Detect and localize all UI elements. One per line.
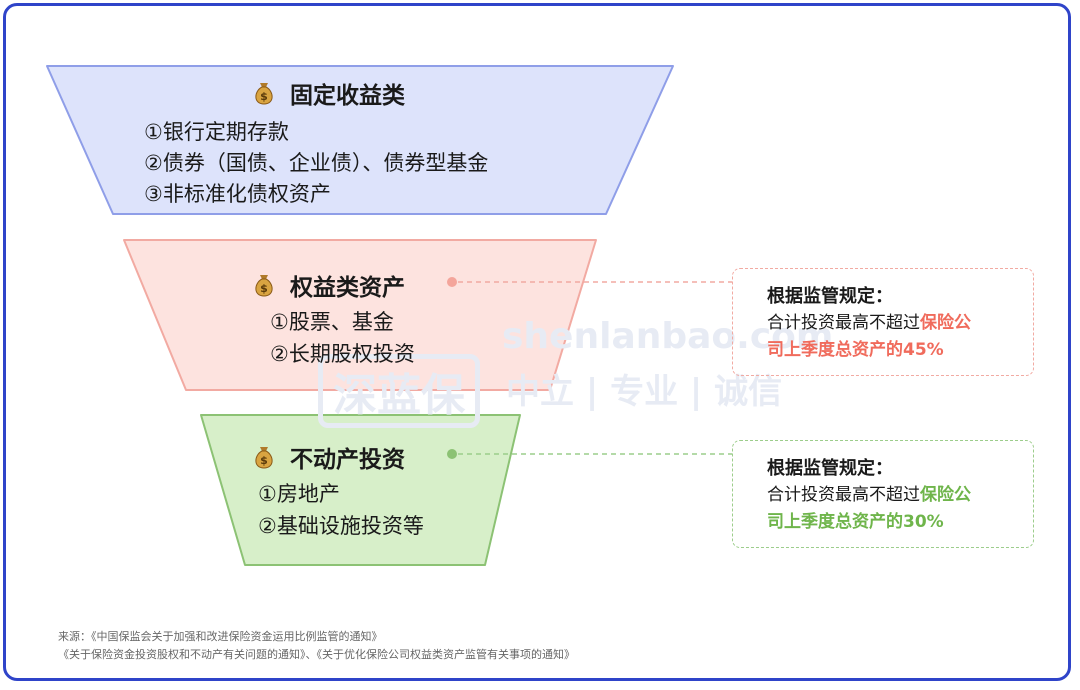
- note-text: 合计投资最高不超过: [767, 485, 920, 505]
- note-text: 合计投资最高不超过: [767, 313, 920, 333]
- tier-1-item-2: ②债券（国债、企业债）、债券型基金: [144, 151, 489, 175]
- note-line-2: 司上季度总资产的30%: [767, 512, 944, 532]
- tier-2-item-2: ②长期股权投资: [270, 342, 415, 366]
- tier-2-trapezoid: [123, 239, 597, 391]
- tier-2-item-1: ①股票、基金: [270, 310, 394, 334]
- tier-1-item-3: ③非标准化债权资产: [144, 182, 331, 206]
- tier-3-title-text: 不动产投资: [290, 447, 405, 473]
- tier-1-trapezoid: [46, 65, 674, 215]
- note-highlight: 保险公: [920, 313, 971, 333]
- tier-3-title: $ 不动产投资: [252, 440, 405, 474]
- regulation-note-equity: 根据监管规定： 合计投资最高不超过保险公 司上季度总资产的45%: [732, 268, 1034, 376]
- note-line-1: 合计投资最高不超过保险公: [767, 482, 1033, 509]
- note-highlight: 保险公: [920, 485, 971, 505]
- note-line-2: 司上季度总资产的45%: [767, 340, 944, 360]
- tier-3-item-2: ②基础设施投资等: [258, 514, 424, 538]
- tier-2-title-text: 权益类资产: [290, 275, 405, 301]
- source-line-2: 《关于保险资金投资股权和不动产有关问题的通知》、《关于优化保险公司权益类资产监管…: [58, 648, 575, 661]
- tier-1-item-1: ①银行定期存款: [144, 120, 289, 144]
- regulation-note-real-estate: 根据监管规定： 合计投资最高不超过保险公 司上季度总资产的30%: [732, 440, 1034, 548]
- note-title: 根据监管规定：: [767, 286, 893, 307]
- note-title: 根据监管规定：: [767, 458, 893, 479]
- tier-1-title-text: 固定收益类: [290, 83, 405, 109]
- connector-dot-red: [447, 277, 457, 287]
- svg-text:$: $: [260, 282, 268, 295]
- money-bag-icon: $: [255, 275, 273, 297]
- tier-2-title: $ 权益类资产: [252, 268, 405, 302]
- money-bag-icon: $: [255, 83, 273, 105]
- svg-text:$: $: [260, 454, 268, 467]
- source-line-1: 来源：《中国保监会关于加强和改进保险资金运用比例监管的通知》: [58, 630, 383, 643]
- tier-3-item-1: ①房地产: [258, 482, 340, 506]
- connector-dot-green: [447, 449, 457, 459]
- money-bag-icon: $: [255, 447, 273, 469]
- note-line-1: 合计投资最高不超过保险公: [767, 310, 1033, 337]
- tier-1-title: $ 固定收益类: [252, 76, 405, 110]
- tier-3-trapezoid: [200, 414, 521, 566]
- svg-text:$: $: [260, 90, 268, 103]
- outer-frame: [3, 3, 1071, 681]
